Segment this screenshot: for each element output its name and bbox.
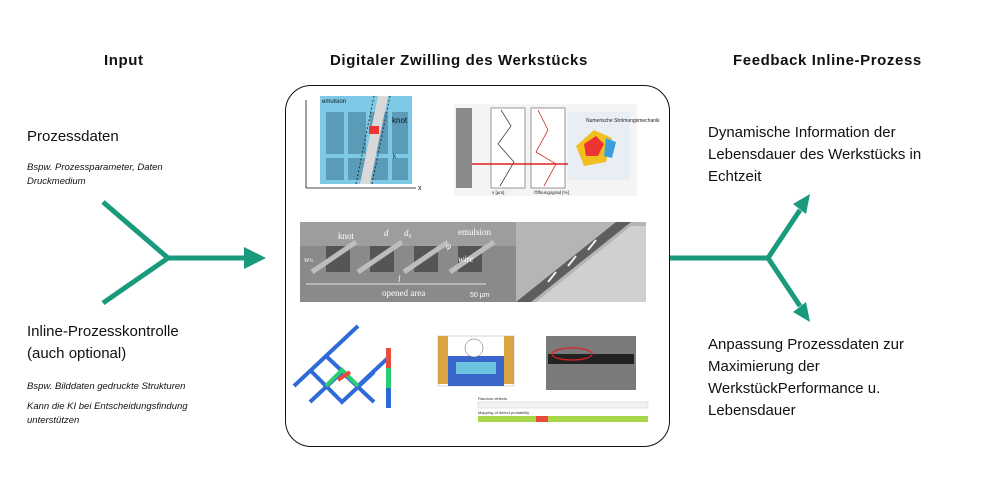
feedback-header: Feedback Inline-Prozess: [733, 52, 922, 69]
sem-knot-label: knot: [338, 231, 355, 241]
inline-title-1: Inline-Prozesskontrolle: [27, 323, 179, 340]
flow-chart-figure: Numerische Strömungsmechanik x [µm] Öffn…: [454, 104, 660, 196]
input-arrowhead: [244, 247, 266, 269]
sem-credit: Fraunhofer ISE: [476, 302, 503, 307]
mesh-schematic: emulsion knot k x: [305, 95, 422, 192]
sem-d-label: d: [384, 228, 389, 238]
adjust-line-4: Lebensdauer: [708, 402, 796, 419]
prozessdaten-title: Prozessdaten: [27, 128, 119, 145]
adjust-line-2: Maximierung der: [708, 358, 820, 375]
chart-xlabel-1: x [µm]: [492, 190, 504, 195]
twin-header: Digitaler Zwilling des Werkstücks: [330, 52, 588, 69]
sem-d0-label: d₀: [404, 228, 412, 238]
digital-twin-panel: emulsion knot k x Numerische Strömungsme…: [285, 85, 670, 447]
sem-wire-label: wire: [458, 254, 474, 264]
defect-label-1: Random defects: [478, 396, 507, 401]
inline-title-2: (auch optional): [27, 345, 127, 362]
defect-label-2: Mapping of defect probability: [478, 410, 529, 415]
input-merge-lines: [101, 200, 173, 306]
up-arrowhead: [793, 194, 810, 214]
sem-phi-label: φ: [446, 241, 451, 251]
fem-mesh-figure: [292, 324, 392, 408]
down-arrowhead: [793, 302, 810, 322]
info-line-2: Lebensdauer des Werkstücks in: [708, 146, 922, 163]
chart-xlabel-2: Öffnungsgrad [%]: [534, 189, 569, 195]
sem-wh-label: wₕ: [304, 255, 313, 264]
mesh-knot-label: knot: [392, 116, 408, 125]
mesh-count-label: k: [393, 154, 397, 160]
info-line-3: Echtzeit: [708, 168, 762, 185]
inline-note-2: Kann die KI bei Entscheidungsfindung: [27, 401, 188, 412]
inline-note-1: Bspw. Bilddaten gedruckte Strukturen: [27, 381, 186, 392]
info-line-1: Dynamische Information der: [708, 124, 896, 141]
mesh-axis-label: x: [418, 185, 422, 192]
down-branch-shaft: [765, 256, 803, 308]
prozessdaten-note-2: Druckmedium: [27, 176, 86, 187]
stress-sim-figure: [437, 335, 515, 387]
defect-figure: Random defects Mapping of defect probabi…: [477, 336, 649, 422]
sem-scale-label: 50 µm: [470, 292, 490, 299]
inline-note-3: unterstützen: [27, 415, 80, 426]
sem-opened-area-label: opened area: [382, 288, 425, 298]
sem-emulsion-label: emulsion: [458, 227, 491, 237]
adjust-line-1: Anpassung Prozessdaten zur: [708, 336, 904, 353]
up-branch-shaft: [765, 208, 803, 260]
input-header: Input: [104, 52, 144, 69]
twin-figures: emulsion knot k x Numerische Strömungsme…: [292, 95, 660, 422]
sem-figure: knot d d₀ emulsion φ wire wₕ l opened ar…: [300, 222, 646, 307]
adjust-line-3: WerkstückPerformance u.: [708, 380, 881, 397]
sem-l-label: l: [398, 274, 401, 284]
prozessdaten-note-1: Bspw. Prozessparameter, Daten: [27, 162, 163, 173]
cfd-label: Numerische Strömungsmechanik: [586, 118, 660, 124]
mesh-emulsion-label: emulsion: [322, 99, 346, 105]
